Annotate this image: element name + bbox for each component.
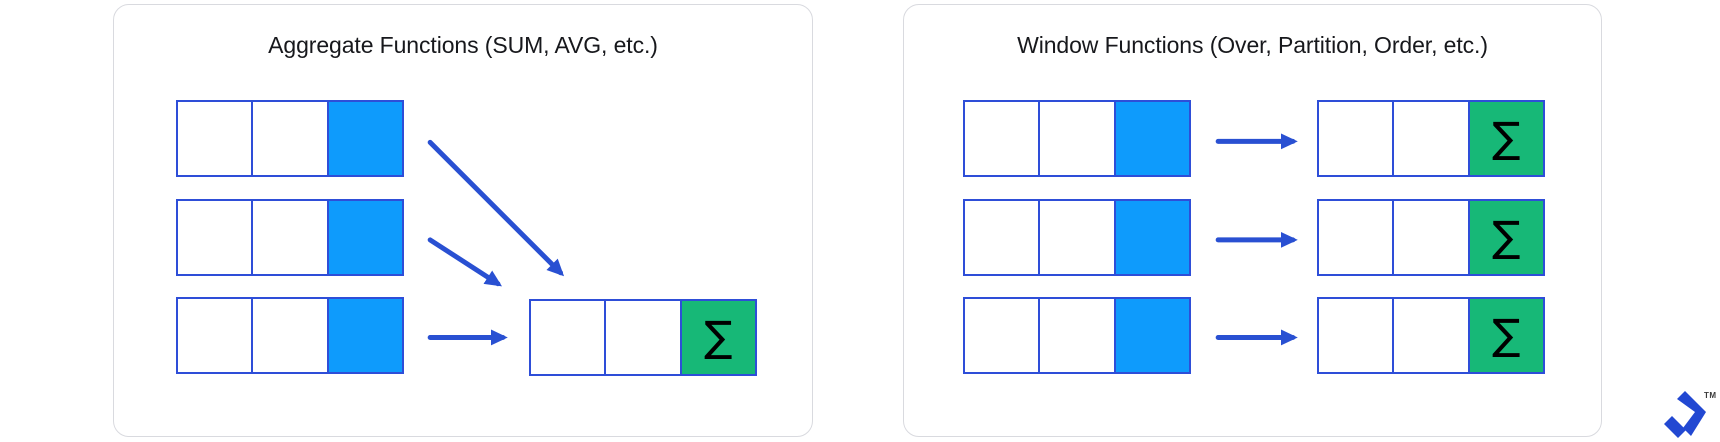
sigma-symbol: ∑ — [1492, 112, 1521, 162]
source-row — [176, 297, 404, 374]
source-row — [176, 199, 404, 276]
sigma-symbol: ∑ — [1492, 309, 1521, 359]
data-cell — [178, 102, 252, 175]
sigma-cell: ∑ — [1467, 299, 1543, 372]
data-cell — [1392, 102, 1468, 175]
data-cell — [1392, 201, 1468, 274]
highlighted-cell — [1113, 102, 1189, 175]
data-cell — [965, 201, 1039, 274]
sigma-cell: ∑ — [1467, 201, 1543, 274]
sigma-symbol: ∑ — [1492, 211, 1521, 261]
highlighted-cell — [326, 102, 402, 175]
aggregate-functions-panel: Aggregate Functions (SUM, AVG, etc.) ∑ — [113, 4, 813, 437]
data-cell — [178, 201, 252, 274]
source-row — [963, 297, 1191, 374]
data-cell — [251, 299, 327, 372]
sigma-cell: ∑ — [679, 301, 755, 374]
data-cell — [531, 301, 605, 374]
result-row: ∑ — [529, 299, 757, 376]
data-cell — [1319, 299, 1393, 372]
data-cell — [1038, 201, 1114, 274]
data-cell — [965, 299, 1039, 372]
result-row: ∑ — [1317, 199, 1545, 276]
sigma-cell: ∑ — [1467, 102, 1543, 175]
data-cell — [604, 301, 680, 374]
highlighted-cell — [1113, 201, 1189, 274]
result-row: ∑ — [1317, 297, 1545, 374]
highlighted-cell — [1113, 299, 1189, 372]
data-cell — [1319, 102, 1393, 175]
source-row — [963, 199, 1191, 276]
trademark-label: TM — [1704, 391, 1717, 400]
data-cell — [1038, 299, 1114, 372]
data-cell — [965, 102, 1039, 175]
window-functions-panel: Window Functions (Over, Partition, Order… — [903, 4, 1602, 437]
data-cell — [251, 201, 327, 274]
result-row: ∑ — [1317, 100, 1545, 177]
panel-title: Window Functions (Over, Partition, Order… — [1017, 32, 1488, 58]
data-cell — [178, 299, 252, 372]
highlighted-cell — [326, 201, 402, 274]
panel-title: Aggregate Functions (SUM, AVG, etc.) — [268, 32, 658, 58]
sigma-symbol: ∑ — [704, 311, 733, 361]
data-cell — [1392, 299, 1468, 372]
highlighted-cell — [326, 299, 402, 372]
data-cell — [1319, 201, 1393, 274]
toptal-logo-icon — [1664, 391, 1706, 438]
source-row — [963, 100, 1191, 177]
source-row — [176, 100, 404, 177]
data-cell — [251, 102, 327, 175]
data-cell — [1038, 102, 1114, 175]
